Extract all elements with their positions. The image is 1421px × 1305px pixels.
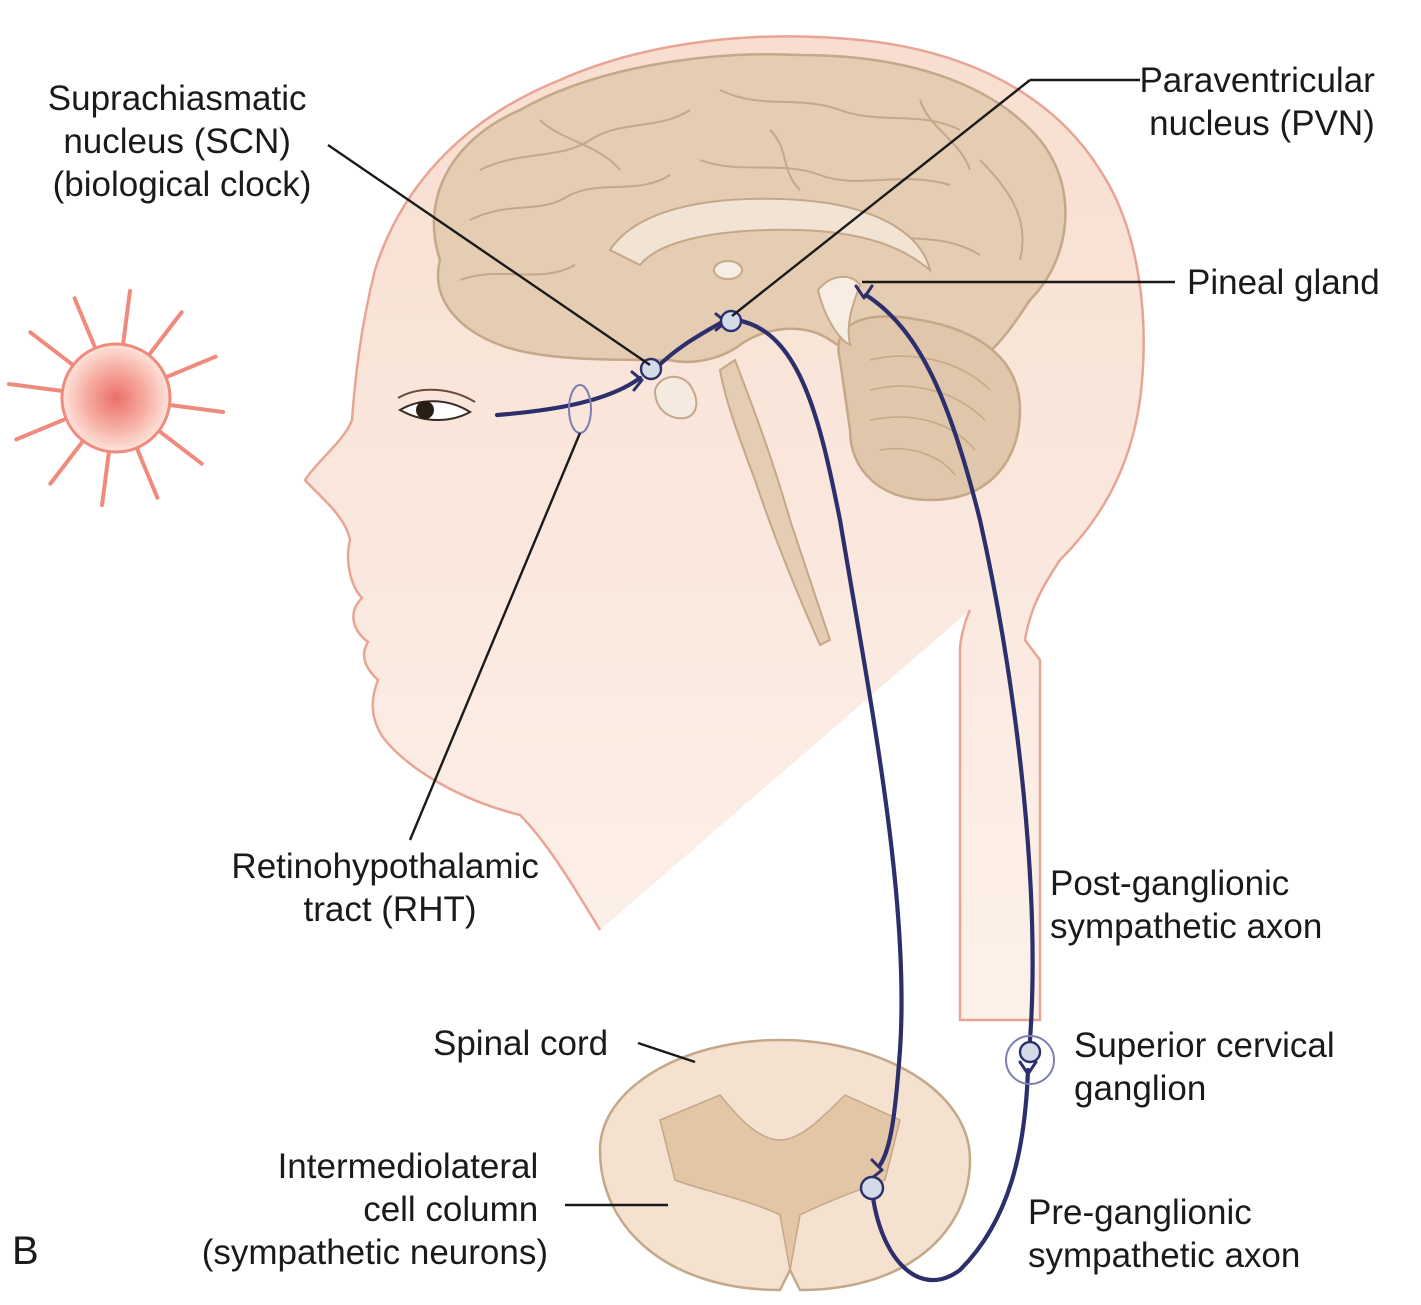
sun-ray bbox=[30, 332, 71, 364]
scg-label: Superior cervical ganglion bbox=[1074, 1026, 1344, 1108]
sun-ray bbox=[137, 450, 157, 498]
sun-ray bbox=[75, 298, 95, 346]
iml-neuron-icon bbox=[861, 1177, 883, 1199]
rht-label: Retinohypothalamic tract (RHT) bbox=[231, 847, 548, 929]
pineal-label: Pineal gland bbox=[1187, 263, 1380, 302]
sun-ray bbox=[123, 291, 130, 343]
post-ganglionic-label: Post-ganglionic sympathetic axon bbox=[1050, 864, 1322, 946]
spinal-cord-label: Spinal cord bbox=[433, 1024, 608, 1063]
iml-label: Intermediolateral cell column (sympathet… bbox=[202, 1147, 548, 1272]
sun-ray bbox=[150, 312, 182, 353]
sun-ray bbox=[102, 454, 109, 506]
spinal-cord-section bbox=[600, 1040, 970, 1290]
sun-ray bbox=[160, 432, 201, 464]
sun-ray bbox=[9, 384, 61, 391]
scg-neuron-icon bbox=[1020, 1042, 1040, 1062]
sun-icon bbox=[9, 291, 223, 505]
pvn-label: Paraventricular nucleus (PVN) bbox=[1139, 61, 1384, 143]
scn-label: Suprachiasmatic nucleus (SCN) (biologica… bbox=[48, 79, 316, 204]
pvn-neuron-icon bbox=[721, 311, 741, 331]
sun-ray bbox=[168, 357, 216, 377]
sun-ray bbox=[16, 419, 64, 439]
panel-letter: B bbox=[12, 1229, 39, 1273]
pre-ganglionic-label: Pre-ganglionic sympathetic axon bbox=[1028, 1193, 1300, 1275]
sun-ray bbox=[50, 442, 82, 483]
sun-ray bbox=[172, 405, 224, 412]
